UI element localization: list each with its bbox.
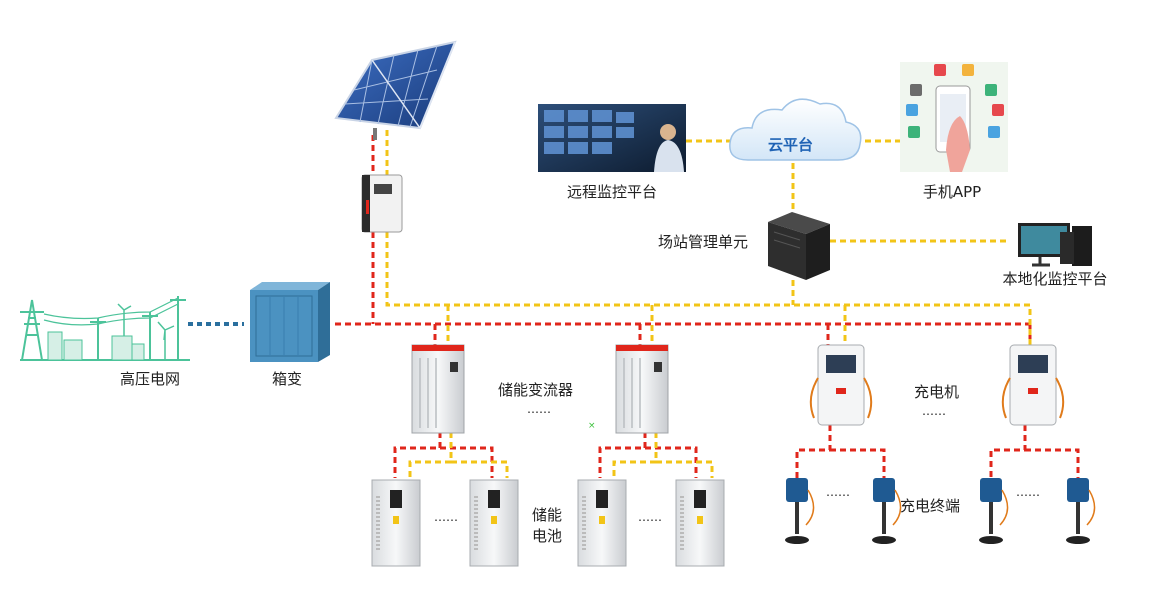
remote-platform-label: 远程监控平台 <box>566 183 658 201</box>
station-server-icon <box>768 212 830 280</box>
solar-panel-icon <box>334 40 457 140</box>
battery-cabinets <box>371 479 725 567</box>
battery-cabinet-4 <box>675 479 725 567</box>
battery-cabinet-3 <box>577 479 627 567</box>
remote-monitor-icon <box>538 104 686 172</box>
grid-icon <box>20 296 190 361</box>
terminal-1 <box>785 478 815 544</box>
terminal-3 <box>979 478 1009 544</box>
battery-cabinet-2 <box>469 479 519 567</box>
charger-2 <box>1001 344 1065 426</box>
local-monitor-icon <box>1018 223 1092 267</box>
battery-cabinet-1 <box>371 479 421 567</box>
pcs-cabinet-1 <box>411 344 465 434</box>
battery-label-line2: 电池 <box>532 527 563 545</box>
cloud-platform-icon <box>729 98 862 161</box>
battery-more-right: …… <box>638 510 662 524</box>
charger-more: …… <box>922 404 946 418</box>
terminal-4 <box>1066 478 1096 544</box>
terminal-more-right: …… <box>1016 485 1040 499</box>
terminal-label: 充电终端 <box>900 497 961 515</box>
battery-label-line1: 储能 <box>532 506 563 524</box>
pcs-label: 储能变流器 <box>498 381 574 399</box>
grid-label: 高压电网 <box>120 370 181 388</box>
pcs-more: …… <box>527 402 551 416</box>
communication-lines <box>385 130 1032 478</box>
marker-icon: × <box>588 421 596 431</box>
solar-inverter-icon <box>361 174 403 233</box>
mobile-app-icon <box>900 62 1008 172</box>
power-lines <box>335 135 1080 478</box>
terminal-more-left: …… <box>826 485 850 499</box>
battery-more-left: …… <box>434 510 458 524</box>
station-unit-label: 场站管理单元 <box>658 233 749 251</box>
cloud-label: 云平台 <box>768 136 814 154</box>
charger-label: 充电机 <box>914 383 960 401</box>
mobile-app-label: 手机APP <box>922 183 982 201</box>
charging-terminals <box>785 478 1096 544</box>
charger-1 <box>809 344 873 426</box>
local-platform-label: 本地化监控平台 <box>1002 270 1108 288</box>
pcs-cabinet-2 <box>615 344 669 434</box>
box-transformer-label: 箱变 <box>272 370 303 388</box>
terminal-2 <box>872 478 902 544</box>
box-transformer-icon <box>250 282 330 362</box>
